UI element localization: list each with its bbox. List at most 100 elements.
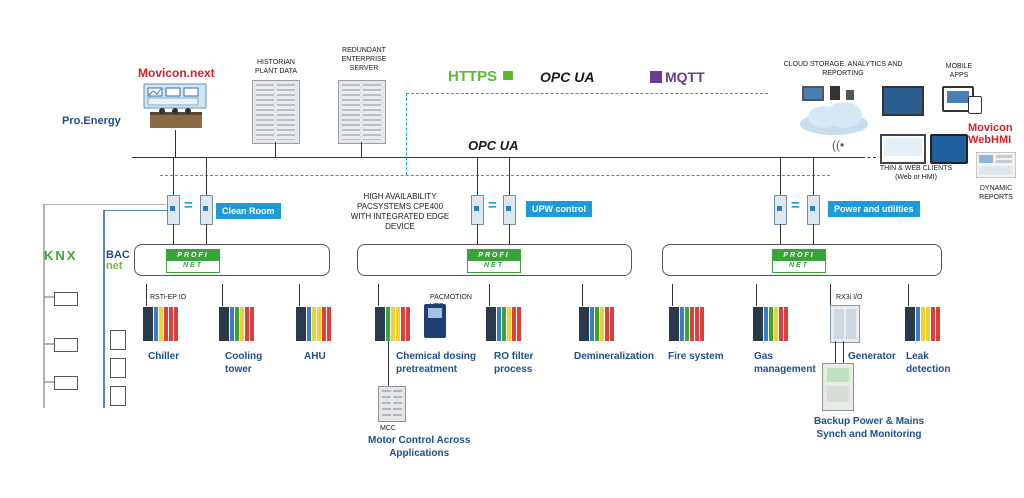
opcua-logo-top: OPC UA — [540, 69, 595, 85]
historian-server — [252, 80, 300, 144]
bacnet-wire-lines — [103, 209, 168, 408]
knx-logo: KNX — [44, 248, 78, 263]
drop-leak — [908, 284, 910, 306]
mcc-cabinet — [378, 386, 406, 422]
mqtt-logo: MQTT — [650, 69, 705, 85]
drop-demin — [582, 284, 584, 306]
cpu-link-2b — [509, 158, 511, 196]
label-backup-power: Backup Power & Mains Synch and Monitorin… — [814, 416, 925, 440]
label-demineralization: Demineralization — [574, 351, 655, 362]
bacnet-logo: BAC net — [106, 250, 130, 272]
control-dash-line — [160, 175, 830, 176]
mcc-connector — [388, 341, 390, 387]
cpu-link-1a — [173, 158, 175, 196]
label-generator: Generator — [848, 351, 896, 362]
knx-wire-lines — [43, 203, 166, 408]
cloud-image — [796, 82, 872, 143]
https-label: HTTPS — [448, 68, 498, 85]
https-logo: HTTPS — [448, 68, 514, 85]
io-module-fire — [669, 307, 707, 341]
cpu-center-b — [503, 195, 516, 225]
profinet-top-text: PROFI — [468, 250, 520, 261]
backup-connector-b — [843, 341, 845, 363]
bacnet-line2: net — [106, 260, 123, 272]
profinet-bottom-text: NET — [789, 262, 809, 269]
movicon-webhmi-logo: Movicon WebHMI — [968, 122, 1013, 146]
cpu-link-3b — [813, 158, 815, 196]
phone-icon — [968, 96, 982, 114]
tablet-client — [930, 134, 968, 164]
mcc-label: MCC — [380, 425, 396, 432]
movicon-webhmi-line2: WebHMI — [968, 134, 1012, 146]
io-module-chiller — [143, 307, 181, 341]
profinet-top-text: PROFI — [773, 250, 825, 261]
cpu-to-group-2a — [477, 224, 479, 245]
drop-gas — [756, 284, 758, 306]
drop-chiller — [146, 284, 148, 306]
bacnet-line1: BAC — [106, 249, 130, 261]
knx-device-1 — [54, 292, 78, 306]
cpu-to-group-1b — [206, 224, 208, 245]
bacnet-wire — [100, 209, 170, 410]
label-leak-detection: Leak detection — [906, 351, 951, 375]
mqtt-label: MQTT — [665, 69, 705, 85]
cpu-to-group-3b — [813, 224, 815, 245]
drop-generator — [830, 284, 832, 306]
wireless-icon: ((• — [832, 138, 845, 152]
opcua-bus-logo: OPC UA — [468, 138, 519, 153]
tag-power-utilities: Power and utilities — [828, 201, 920, 217]
label-ahu: AHU — [304, 351, 326, 362]
io-module-leak — [905, 307, 943, 341]
profinet-top-text: PROFI — [167, 250, 219, 261]
cpu-center-a — [471, 195, 484, 225]
control-room-icon — [143, 83, 207, 128]
high-availability-label: HIGH AVAILABILITY PACSYSTEMS CPE400 WITH… — [350, 192, 450, 231]
redundant-connector — [361, 142, 363, 158]
dynamic-reports-label: DYNAMIC REPORTS — [979, 185, 1013, 201]
lock-icon — [503, 71, 514, 80]
vfd-drive — [424, 304, 446, 338]
io-module-gas — [753, 307, 791, 341]
tag-upw-control: UPW control — [526, 201, 592, 217]
io-module-ahu — [296, 307, 334, 341]
cpu-link-2a — [477, 158, 479, 196]
rx3i-label: RX3i I/O — [836, 294, 863, 301]
dynamic-reports-image — [975, 151, 1017, 179]
bacnet-device-1 — [110, 330, 126, 350]
cpu-right-a — [774, 195, 787, 225]
backup-connector-a — [835, 341, 837, 363]
cpu-link-3a — [780, 158, 782, 196]
historian-label: HISTORIAN PLANT DATA — [254, 59, 297, 75]
movicon-connector — [175, 130, 177, 158]
knx-wire — [40, 203, 166, 408]
tag-clean-room: Clean Room — [216, 203, 281, 219]
internet-dash-line — [406, 93, 768, 94]
mobile-apps-label: MOBILE APPS — [945, 63, 973, 79]
bacnet-device-3 — [110, 386, 126, 406]
redundant-server-label: REDUNDANT ENTERPRISE SERVER — [341, 47, 387, 72]
network-dash-line — [862, 157, 876, 158]
rx3i-rack — [830, 305, 860, 343]
cpu-to-group-2b — [509, 224, 511, 245]
rsti-label: RSTi-EP IO — [150, 294, 187, 301]
io-module-cooling — [219, 307, 257, 341]
report-icon — [975, 151, 1017, 179]
profinet-bottom-text: NET — [484, 262, 504, 269]
redundancy-equals-2: = — [488, 197, 497, 214]
cloud-icon — [800, 86, 868, 135]
cpu-left-b — [200, 195, 213, 225]
cpu-to-group-1a — [173, 224, 175, 245]
knx-device-2 — [54, 338, 78, 352]
label-ro-filter: RO filter process — [494, 351, 534, 375]
drop-fire — [672, 284, 674, 306]
movicon-webhmi-line1: Movicon — [968, 122, 1013, 134]
redundancy-equals-1: = — [184, 197, 193, 214]
label-chemical-dosing: Chemical dosing pretreatment — [396, 351, 477, 375]
profinet-bottom-text: NET — [183, 262, 203, 269]
thin-clients-label: THIN & WEB CLIENTS (Web or HMI) — [879, 165, 953, 181]
label-cooling-tower: Cooling tower — [225, 351, 263, 375]
io-module-demin — [579, 307, 617, 341]
